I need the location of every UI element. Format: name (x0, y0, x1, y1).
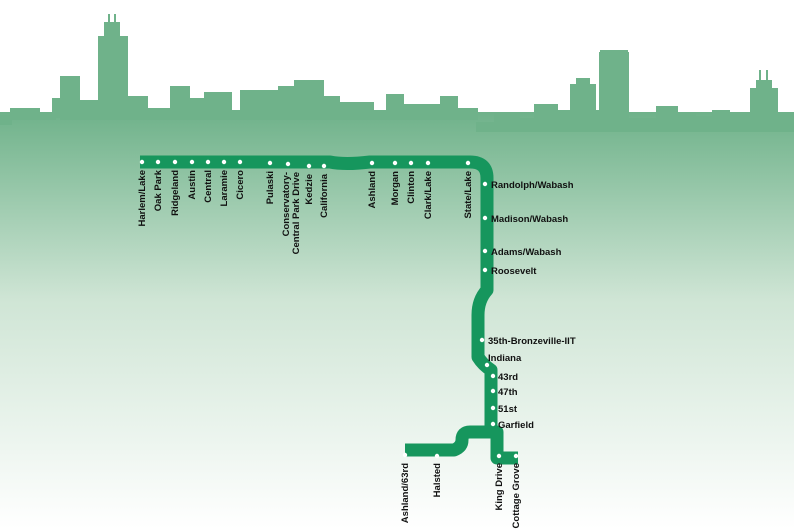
station-dot-morgan[interactable] (392, 160, 398, 166)
station-dot-austin[interactable] (189, 159, 195, 165)
station-label-35th-bronzeville: 35th-Bronzeville-IIT (488, 336, 576, 347)
station-dot-conservatory[interactable] (285, 161, 291, 167)
station-dot-king-drive[interactable] (496, 453, 502, 459)
station-dot-garfield[interactable] (490, 421, 496, 427)
station-label-47th: 47th (498, 387, 518, 398)
station-label-ridgeland: Ridgeland (170, 170, 181, 216)
station-label-conservatory-line2: Central Park Drive (291, 172, 302, 254)
station-labels-south: Randolph/Wabash Madison/Wabash Adams/Wab… (488, 180, 576, 431)
station-dot-roosevelt[interactable] (482, 267, 488, 273)
station-label-garfield: Garfield (498, 420, 534, 431)
station-dot-laramie[interactable] (221, 159, 227, 165)
station-dot-51st[interactable] (490, 405, 496, 411)
green-line-spur-track (490, 425, 518, 465)
station-labels-top: Harlem/Lake Oak Park Ridgeland Austin Ce… (137, 169, 474, 254)
station-dot-kedzie[interactable] (306, 163, 312, 169)
station-dot-california[interactable] (321, 163, 327, 169)
station-dot-madison-wabash[interactable] (482, 215, 488, 221)
station-dot-clark-lake[interactable] (425, 160, 431, 166)
station-dot-oak-park[interactable] (155, 159, 161, 165)
station-label-51st: 51st (498, 404, 518, 415)
station-dot-randolph-wabash[interactable] (482, 181, 488, 187)
station-label-randolph-wabash: Randolph/Wabash (491, 180, 574, 191)
station-labels-bottom: Ashland/63rd Halsted King Drive Cottage … (400, 463, 522, 529)
skyline-silhouette (0, 14, 794, 132)
station-label-adams-wabash: Adams/Wabash (491, 247, 562, 258)
station-dot-indiana[interactable] (484, 362, 490, 368)
station-dot-cottage-grove[interactable] (513, 453, 519, 459)
station-dot-ashland[interactable] (369, 160, 375, 166)
station-label-oak-park: Oak Park (153, 169, 164, 211)
station-label-ashland-63rd: Ashland/63rd (400, 463, 411, 523)
station-label-california: California (319, 173, 330, 218)
station-dot-43rd[interactable] (490, 373, 496, 379)
station-dot-47th[interactable] (490, 388, 496, 394)
station-label-morgan: Morgan (390, 171, 401, 206)
station-dots (139, 159, 519, 459)
station-label-harlem-lake: Harlem/Lake (137, 170, 148, 227)
station-dot-ridgeland[interactable] (172, 159, 178, 165)
station-dot-ashland-63rd[interactable] (402, 452, 408, 458)
green-line-track (140, 155, 498, 457)
station-label-halsted: Halsted (432, 463, 443, 498)
station-dot-halsted[interactable] (434, 453, 440, 459)
station-label-laramie: Laramie (219, 170, 230, 206)
station-label-cottage-grove: Cottage Grove (511, 463, 522, 528)
station-dot-35th-bronzeville[interactable] (479, 337, 485, 343)
station-label-austin: Austin (187, 170, 198, 200)
station-label-madison-wabash: Madison/Wabash (491, 214, 568, 225)
station-dot-clinton[interactable] (408, 160, 414, 166)
station-dot-pulaski[interactable] (267, 160, 273, 166)
station-label-kedzie: Kedzie (304, 174, 315, 205)
station-label-43rd: 43rd (498, 372, 518, 383)
station-dot-harlem-lake[interactable] (139, 159, 145, 165)
station-dot-adams-wabash[interactable] (482, 248, 488, 254)
station-label-cicero: Cicero (235, 170, 246, 200)
station-label-clinton: Clinton (406, 171, 417, 204)
station-label-indiana: Indiana (488, 353, 522, 364)
station-label-state-lake: State/Lake (463, 171, 474, 219)
station-dot-cicero[interactable] (237, 159, 243, 165)
station-dot-state-lake[interactable] (465, 160, 471, 166)
station-label-clark-lake: Clark/Lake (423, 171, 434, 219)
station-label-central: Central (203, 170, 214, 203)
station-label-king-drive: King Drive (494, 463, 505, 511)
station-dot-central[interactable] (205, 159, 211, 165)
station-label-pulaski: Pulaski (265, 171, 276, 204)
station-label-ashland: Ashland (367, 171, 378, 209)
station-label-conservatory-line1: Conservatory- (281, 172, 292, 236)
background-gradient (0, 112, 794, 529)
station-label-roosevelt: Roosevelt (491, 266, 537, 277)
